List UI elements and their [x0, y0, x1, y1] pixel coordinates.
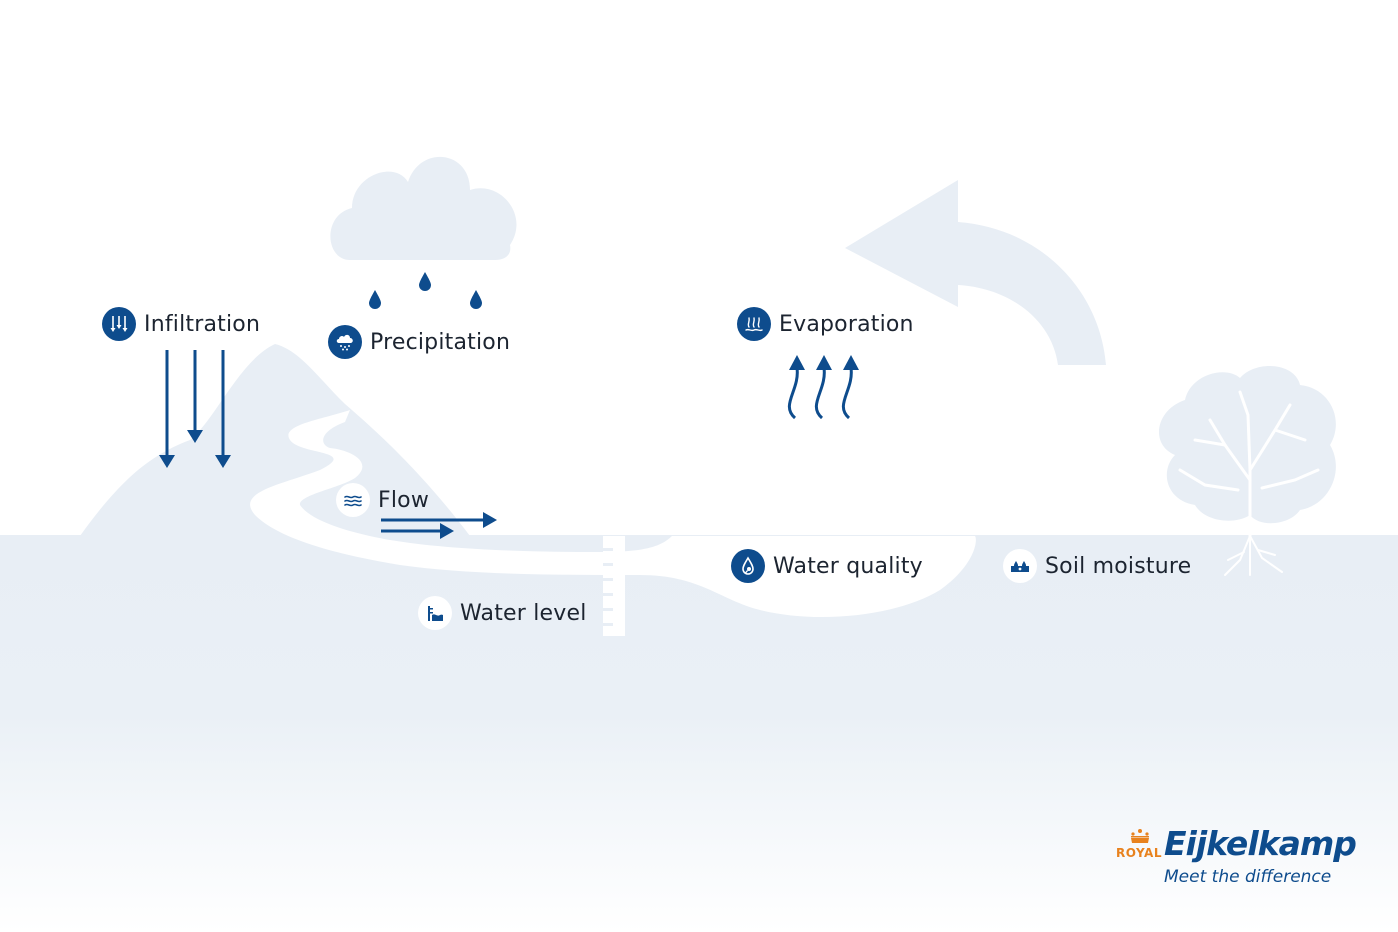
precipitation-label: Precipitation [328, 324, 510, 360]
flow-icon [336, 483, 370, 517]
infiltration-icon [102, 307, 136, 341]
water-quality-text: Water quality [773, 553, 923, 579]
river [250, 410, 976, 618]
water-level-text: Water level [460, 600, 587, 626]
logo-name: Eijkelkamp [1164, 824, 1357, 863]
evaporation-text: Evaporation [779, 311, 914, 337]
flow-arrows [381, 512, 497, 539]
cloud [330, 156, 517, 260]
water-quality-icon [731, 549, 765, 583]
precipitation-icon [328, 325, 362, 359]
water-level-icon [418, 596, 452, 630]
evaporation-arrows [788, 355, 859, 420]
soil-moisture-icon [1003, 549, 1037, 583]
water-quality-label: Water quality [731, 548, 923, 584]
raindrops [369, 272, 482, 309]
infiltration-arrows [159, 350, 231, 468]
evaporation-label: Evaporation [737, 306, 914, 342]
flow-text: Flow [378, 487, 430, 513]
flow-label: Flow [336, 482, 429, 518]
precipitation-text: Precipitation [370, 329, 511, 355]
logo-tagline: Meet the difference [1164, 867, 1332, 887]
eijkelkamp-logo: ROYAL Eijkelkamp Meet the difference [1112, 824, 1372, 892]
ground [0, 535, 1398, 932]
crown-icon [1131, 829, 1149, 843]
evaporation-icon [737, 307, 771, 341]
well-pipe-ticks [603, 548, 613, 626]
water-level-label: Water level [418, 595, 587, 631]
cycle-arrow [845, 180, 1106, 365]
tree [1158, 365, 1336, 576]
soil-moisture-text: Soil moisture [1045, 553, 1192, 579]
infiltration-label: Infiltration [102, 306, 260, 342]
soil-moisture-label: Soil moisture [1003, 548, 1191, 584]
infiltration-text: Infiltration [144, 311, 261, 337]
logo-royal: ROYAL [1116, 846, 1162, 860]
mountain [80, 344, 470, 536]
